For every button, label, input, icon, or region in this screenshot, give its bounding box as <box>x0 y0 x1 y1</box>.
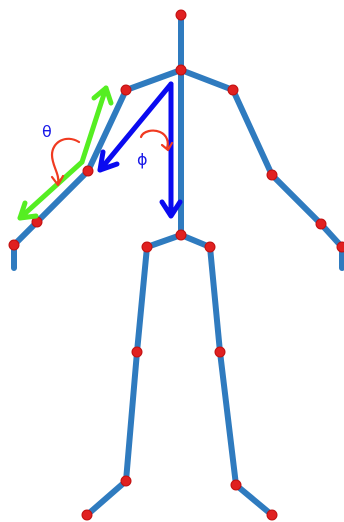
theta-arc-arrowhead <box>50 174 65 187</box>
green-forearm-arrowhead <box>17 200 39 221</box>
joint-left-knee <box>214 346 226 358</box>
joint-left-hip <box>204 241 216 253</box>
angle-arcs <box>50 129 174 187</box>
green-upper-arm-vector <box>79 85 109 165</box>
skeleton-joints <box>8 9 344 521</box>
left-arm-bone <box>178 67 344 271</box>
theta-arc <box>50 137 81 186</box>
joint-left-elbow <box>266 169 278 181</box>
blue-spine-arrowhead <box>159 199 183 219</box>
theta-label: θ <box>42 122 52 141</box>
green-forearm-vector <box>17 159 85 221</box>
joint-right-ankle <box>120 475 132 487</box>
phi-arc-arrowhead <box>160 141 174 152</box>
left-leg-bone <box>207 244 275 518</box>
green-vectors <box>17 85 114 221</box>
joint-left-hand-tip <box>336 241 344 253</box>
joint-right-hip <box>141 241 153 253</box>
right-leg-bone <box>84 244 150 518</box>
joint-left-shoulder <box>227 84 239 96</box>
joint-right-knee <box>131 346 143 358</box>
joint-right-shoulder <box>120 84 132 96</box>
joint-right-foot <box>81 509 93 521</box>
joint-left-wrist <box>315 218 327 230</box>
phi-arc <box>139 129 169 150</box>
joint-right-hand-tip <box>8 239 20 251</box>
phi-label: ϕ <box>137 150 148 169</box>
blue-upper-arm-arrowhead <box>97 149 120 173</box>
green-upper-arm-arrowhead <box>91 85 114 106</box>
joint-left-ankle <box>230 479 242 491</box>
joint-neck <box>175 64 187 76</box>
joint-pelvis <box>175 229 187 241</box>
blue-vectors <box>97 81 183 219</box>
joint-head-top <box>175 9 187 21</box>
joint-left-foot <box>266 509 278 521</box>
joint-right-elbow <box>82 165 94 177</box>
skeleton-bones <box>11 12 344 518</box>
blue-upper-arm-vector <box>97 81 174 173</box>
